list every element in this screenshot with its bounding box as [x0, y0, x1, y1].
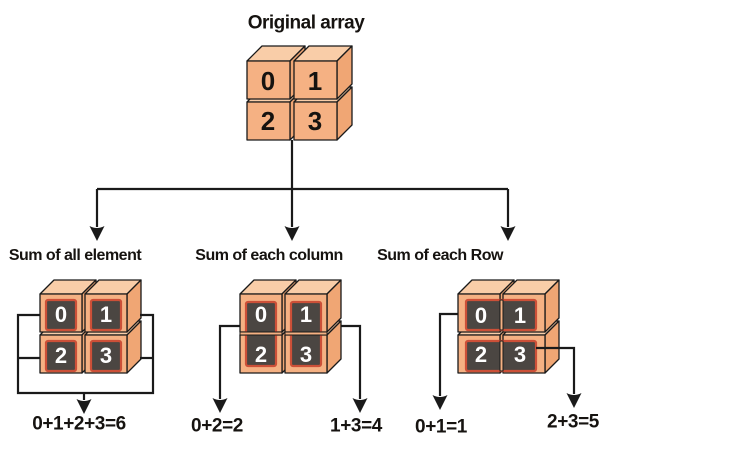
sum-row-equation-0: 0+1=1 [415, 416, 467, 438]
original-cell-3: 3 [307, 106, 323, 136]
diagram-title: Original array [247, 12, 365, 34]
original-cell-0: 0 [260, 66, 276, 96]
original-cell-1: 1 [307, 66, 323, 96]
sum-column-equation-0: 0+2=2 [191, 415, 243, 437]
sum-row-cell-1: 1 [513, 303, 527, 328]
sum-column-equation-1: 1+3=4 [330, 415, 382, 437]
section-label-sum-row: Sum of each Row [377, 247, 503, 264]
sum-column-cell-3: 3 [299, 342, 313, 367]
sum-all-equation: 0+1+2+3=6 [32, 413, 126, 435]
sum-all-cell-2: 2 [54, 343, 68, 368]
sum-all-bracket [16, 313, 155, 414]
sum-column-cell-0: 0 [254, 302, 268, 327]
sum-column-arrows [212, 324, 368, 413]
sum-row-cell-2: 2 [474, 342, 488, 367]
sum-all-cell-1: 1 [99, 302, 113, 327]
sum-all-cell-0: 0 [54, 302, 68, 327]
sum-column-array [239, 279, 342, 374]
section-label-sum-all: Sum of all element [8, 247, 142, 264]
sum-row-cell-3: 3 [513, 342, 527, 367]
sum-row-equation-1: 2+3=5 [547, 411, 599, 433]
sum-column-cell-1: 1 [299, 302, 313, 327]
sum-all-cell-3: 3 [99, 343, 113, 368]
sum-row-arrows [432, 312, 582, 410]
sum-all-array [39, 279, 142, 374]
sum-row-cell-0: 0 [474, 303, 488, 328]
original-cell-2: 2 [260, 106, 276, 136]
section-label-sum-column: Sum of each column [195, 247, 343, 264]
original-array-cubes [246, 45, 353, 141]
tree-connector [89, 140, 516, 241]
sum-row-array [457, 279, 560, 374]
sum-column-cell-2: 2 [254, 342, 268, 367]
